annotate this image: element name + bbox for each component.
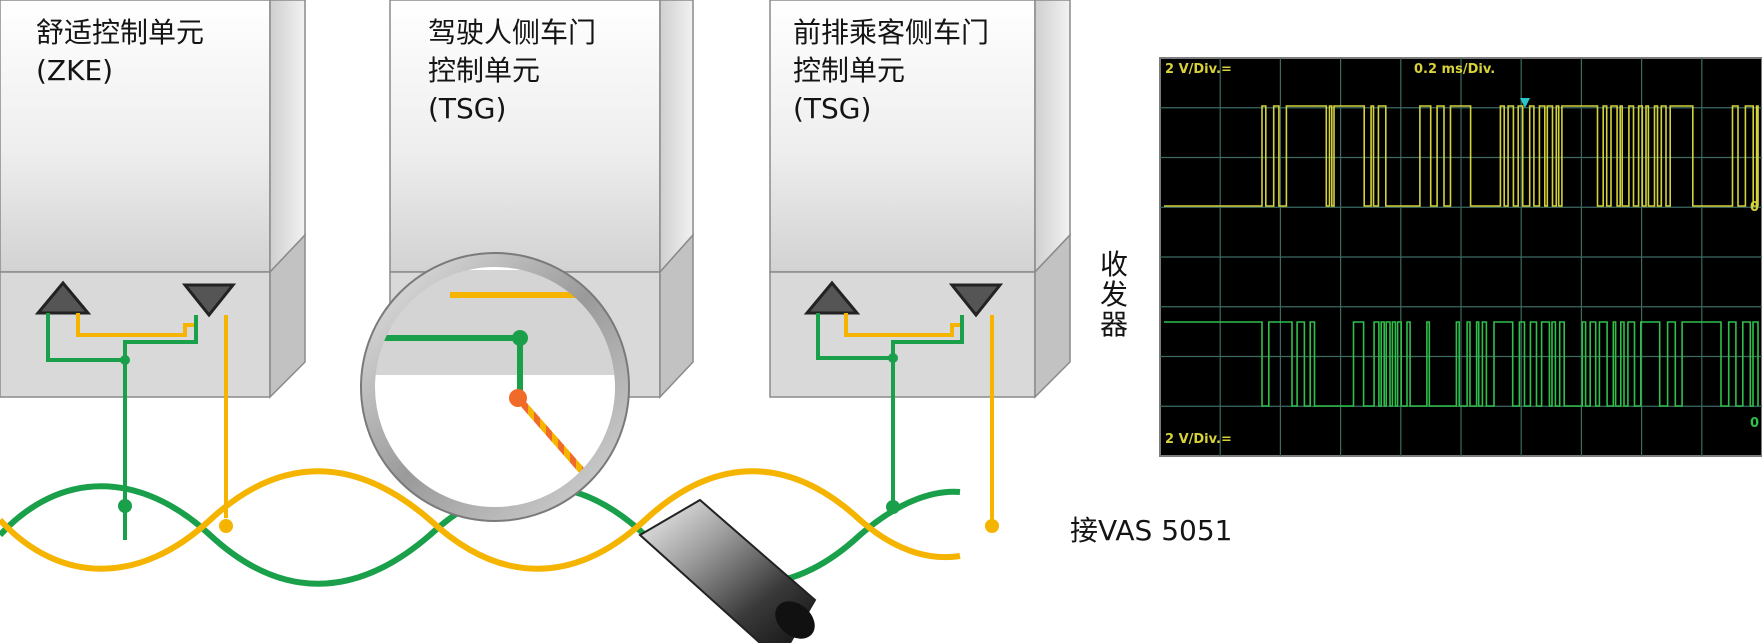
unit-driver-door-label: 驾驶人侧车门 控制单元 (TSG) <box>428 16 597 125</box>
receive-triangle-down-icon <box>948 283 1004 318</box>
transceiver-ch2-trace <box>1164 321 1759 407</box>
unit-zke <box>0 0 306 540</box>
ch1-level-marker: 0 <box>1750 200 1760 215</box>
transceiver-ch1-trace <box>1164 105 1759 207</box>
timebase-label: 0.2 ms/Div. <box>1414 62 1496 77</box>
unit-zke-label: 舒适控制单元 (ZKE) <box>36 16 205 87</box>
transmit-triangle-up-icon <box>803 280 861 315</box>
ch2-scale-label: 2 V/Div.= <box>1165 432 1232 447</box>
oscilloscope-screen <box>1159 57 1762 457</box>
unit-passenger-door-tsg <box>769 0 1071 533</box>
receive-triangle-down-icon <box>181 283 237 318</box>
transmit-triangle-up-icon <box>34 280 92 315</box>
ch2-level-marker: 0 <box>1750 416 1760 431</box>
unit-passenger-door-label: 前排乘客侧车门 控制单元 (TSG) <box>793 16 990 125</box>
magnifier-icon <box>360 252 817 643</box>
ch1-scale-label: 2 V/Div.= <box>1165 62 1232 77</box>
transceiver-label: 收发器 <box>1099 248 1128 341</box>
connect-vas-label: 接VAS 5051 <box>1070 514 1233 547</box>
trigger-marker-icon <box>1520 98 1530 108</box>
